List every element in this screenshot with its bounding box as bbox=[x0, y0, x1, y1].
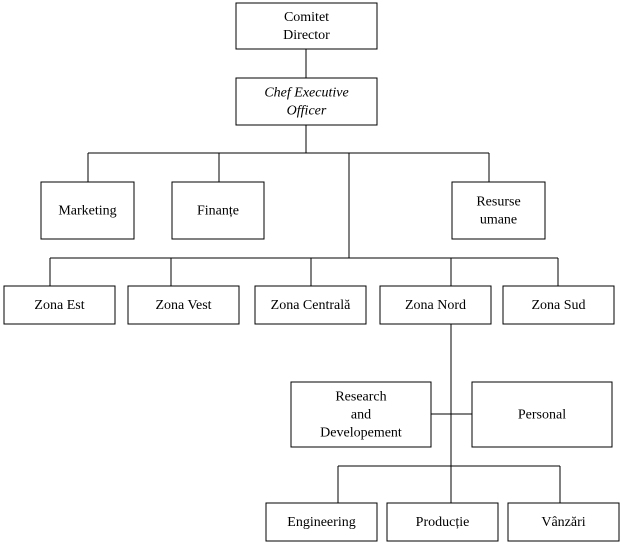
node-box bbox=[235, 2, 378, 50]
node-box bbox=[290, 381, 432, 448]
node-label: Zona Vest bbox=[155, 298, 211, 313]
node-label: Zona Est bbox=[34, 298, 84, 313]
node-box bbox=[265, 502, 378, 542]
node-zona-centrala: Zona Centrală bbox=[254, 285, 367, 325]
connector-lines bbox=[49, 49, 561, 503]
node-box bbox=[507, 502, 620, 542]
node-box bbox=[471, 381, 613, 448]
node-zona-vest: Zona Vest bbox=[127, 285, 240, 325]
node-vanzari: Vânzări bbox=[507, 502, 620, 542]
node-productie: Producție bbox=[386, 502, 499, 542]
node-label: and bbox=[351, 407, 371, 422]
node-label: Engineering bbox=[287, 515, 355, 530]
node-label: Personal bbox=[518, 407, 566, 422]
node-label: Zona Nord bbox=[405, 298, 466, 313]
node-zona-est: Zona Est bbox=[3, 285, 116, 325]
node-box bbox=[40, 181, 135, 240]
node-label: Comitet bbox=[284, 10, 329, 25]
node-box bbox=[386, 502, 499, 542]
node-label: umane bbox=[480, 212, 517, 227]
node-box bbox=[3, 285, 116, 325]
node-label: Vânzări bbox=[541, 515, 585, 530]
node-label: Finanțe bbox=[197, 203, 239, 218]
node-box bbox=[379, 285, 492, 325]
node-label: Zona Sud bbox=[531, 298, 585, 313]
node-finante: Finanțe bbox=[171, 181, 265, 240]
node-label: Zona Centrală bbox=[271, 298, 351, 313]
node-engineering: Engineering bbox=[265, 502, 378, 542]
node-box bbox=[502, 285, 615, 325]
node-label: Marketing bbox=[58, 203, 116, 218]
node-personal: Personal bbox=[471, 381, 613, 448]
node-label: Producție bbox=[416, 515, 470, 530]
node-box bbox=[127, 285, 240, 325]
node-box bbox=[171, 181, 265, 240]
node-box bbox=[254, 285, 367, 325]
node-label: Director bbox=[283, 28, 330, 43]
node-box bbox=[451, 181, 546, 240]
node-box bbox=[235, 77, 378, 126]
node-label: Resurse bbox=[476, 194, 520, 209]
node-zona-nord: Zona Nord bbox=[379, 285, 492, 325]
node-label: Research bbox=[335, 389, 386, 404]
node-label: Chef Executive bbox=[264, 85, 348, 100]
node-zona-sud: Zona Sud bbox=[502, 285, 615, 325]
node-label: Officer bbox=[287, 103, 327, 118]
node-label: Developement bbox=[320, 425, 402, 440]
node-marketing: Marketing bbox=[40, 181, 135, 240]
node-hr: Resurse umane bbox=[451, 181, 546, 240]
